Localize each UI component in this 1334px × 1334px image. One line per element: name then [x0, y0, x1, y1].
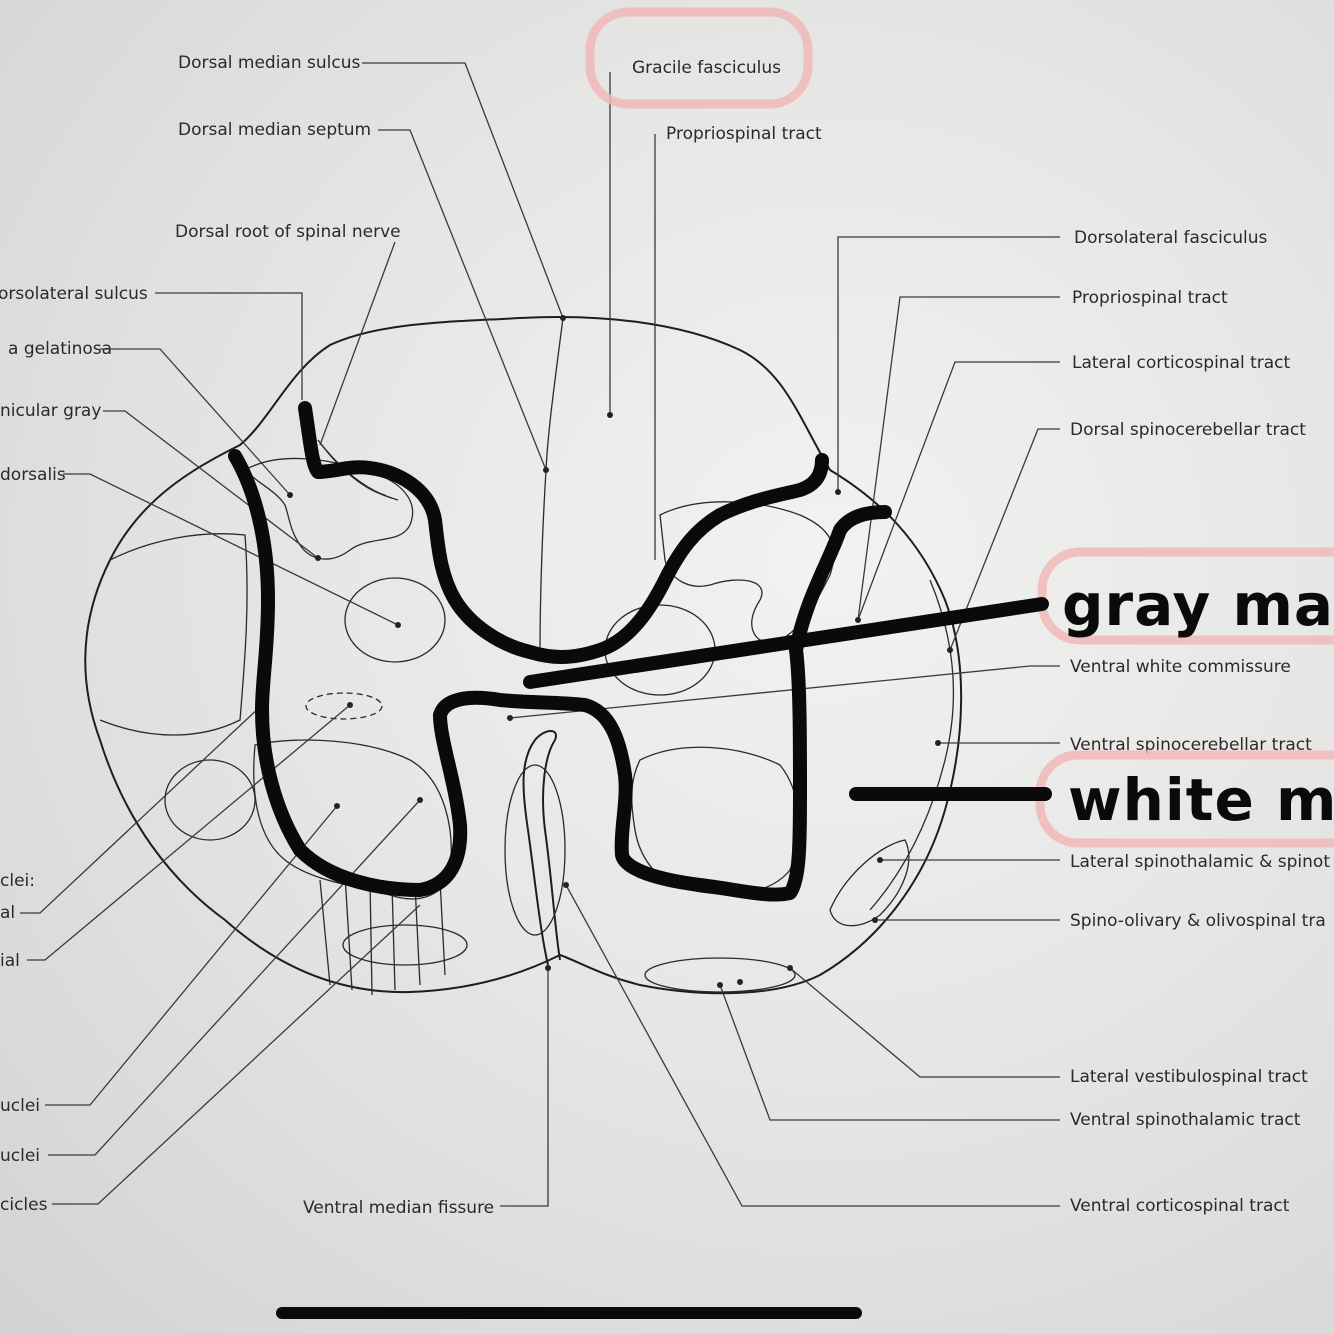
gray-matter-dorsal-outline: [298, 401, 829, 664]
label-lateral-corticospinal: Lateral corticospinal tract: [1072, 353, 1291, 373]
label-funicular-gray: nicular gray: [0, 401, 101, 421]
leader-lines: [20, 62, 1060, 1207]
gray-matter-highlight: [1037, 547, 1334, 645]
label-uclei-2: uclei: [0, 1146, 40, 1166]
label-ventral-median-fissure: Ventral median fissure: [303, 1198, 494, 1218]
label-dorsal-median-sulcus: Dorsal median sulcus: [178, 53, 360, 73]
label-ventral-white-commissure: Ventral white commissure: [1070, 657, 1291, 677]
ventral-median-fissure: [522, 730, 561, 966]
labels: Dorsal median sulcus Dorsal median septu…: [0, 53, 1330, 1218]
label-nucleus-dorsalis: dorsalis: [0, 465, 66, 485]
label-substantia-gelatinosa: a gelatinosa: [8, 339, 112, 359]
ventral-rootlets: [319, 874, 468, 996]
cord-outline: [84, 316, 963, 995]
gray-matter-outline: [228, 449, 892, 902]
ventral-corticospinal-shape: [504, 764, 566, 936]
label-propriospinal-tract: Propriospinal tract: [1072, 288, 1228, 308]
right-lateral-column: [869, 579, 955, 911]
gray-matter-pointer: [523, 597, 1049, 689]
label-ventral-corticospinal: Ventral corticospinal tract: [1070, 1196, 1290, 1216]
label-gracile-fasciculus: Gracile fasciculus: [632, 58, 781, 78]
vestibulospinal-shape: [644, 957, 796, 993]
label-dorsolateral-sulcus: orsolateral sulcus: [0, 284, 148, 304]
label-spino-olivary: Spino-olivary & olivospinal tra: [1070, 911, 1326, 931]
label-dorsal-root: Dorsal root of spinal nerve: [175, 222, 401, 242]
dorsal-median-septum: [539, 317, 564, 656]
label-cicles: cicles: [0, 1195, 48, 1215]
label-dorsal-median-septum: Dorsal median septum: [178, 120, 371, 140]
label-al: al: [0, 903, 15, 923]
spinal-cord-section: [84, 316, 963, 996]
right-ventral-horn-shape: [631, 746, 800, 895]
label-lateral-spinothalamic: Lateral spinothalamic & spinot: [1070, 852, 1330, 872]
label-ventral-spinothalamic: Ventral spinothalamic tract: [1070, 1110, 1301, 1130]
left-lateral-column: [99, 533, 248, 736]
label-dorsal-spinocerebellar: Dorsal spinocerebellar tract: [1070, 420, 1306, 440]
white-matter-handwriting: white m: [1068, 766, 1334, 834]
dorsal-rootlets: [317, 439, 399, 501]
gray-matter-handwriting: gray matt: [1062, 571, 1334, 639]
marker-annotations: gray matt white m: [228, 401, 1334, 902]
spino-olivary-shape: [829, 839, 910, 927]
gracile-highlight: [585, 7, 813, 109]
label-ventral-spinocerebellar: Ventral spinocerebellar tract: [1070, 735, 1312, 755]
label-uclei-1: uclei: [0, 1096, 40, 1116]
home-indicator[interactable]: [276, 1307, 862, 1319]
label-ial: ial: [0, 951, 20, 971]
intermediolateral-nucleus: [305, 692, 383, 720]
label-dorsolateral-fasciculus: Dorsolateral fasciculus: [1074, 228, 1267, 248]
label-propriospinal-top: Propriospinal tract: [666, 124, 822, 144]
nucleus-dorsalis-shape: [344, 577, 446, 663]
left-lateral-tract-shape: [164, 759, 256, 841]
label-nuclei-header: clei:: [0, 871, 35, 891]
leader-dots: [287, 315, 953, 988]
label-lateral-vestibulospinal: Lateral vestibulospinal tract: [1070, 1067, 1308, 1087]
